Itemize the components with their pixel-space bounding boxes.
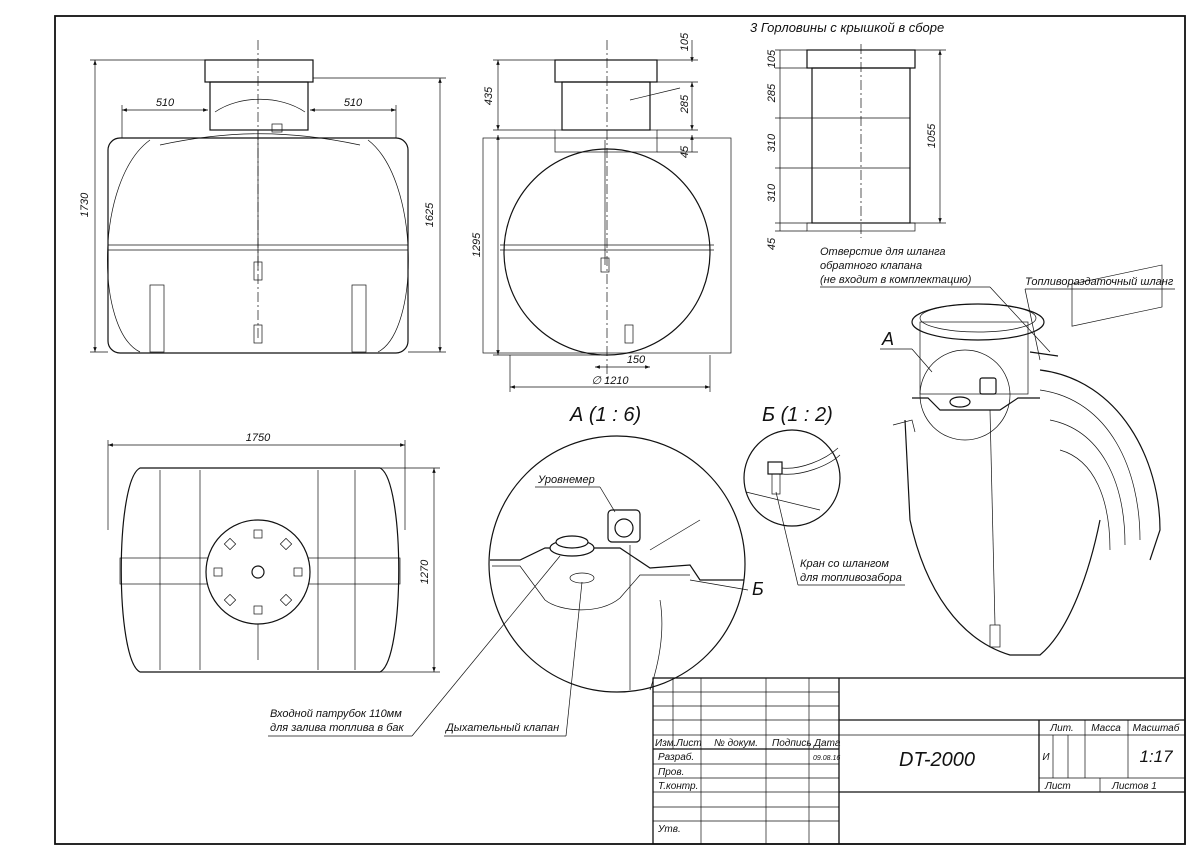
tb-scale-label: Масштаб (1133, 722, 1180, 734)
dim-side-outlet-150: 150 (627, 354, 646, 366)
tb-row-utv: Утв. (657, 824, 681, 835)
detail-b-view: Б (1 : 2) (743, 404, 841, 527)
callout-inlet-pipe-line1: Входной патрубок 110мм (270, 708, 402, 720)
tb-mass-label: Масса (1091, 723, 1121, 734)
callout-return-valve-hole-line2: обратного клапана (820, 260, 922, 272)
isometric-view (892, 264, 1163, 656)
callout-valve-hose-line1: Кран со шлангом (800, 558, 889, 570)
dim-necks-105: 105 (766, 49, 778, 68)
dim-necks-45: 45 (766, 237, 778, 250)
tb-lit-label: Лит. (1049, 723, 1073, 734)
dim-side-diameter: ∅ 1210 (591, 375, 629, 387)
dim-side-neck-105: 105 (679, 32, 691, 51)
dim-side-neck-45: 45 (679, 145, 691, 158)
dim-plan-width: 1270 (419, 559, 431, 584)
tb-row-razrab: Разраб. (658, 751, 694, 763)
dim-front-offset-left: 510 (156, 97, 175, 109)
callouts: Отверстие для шланга обратного клапана (… (268, 246, 1175, 737)
callout-view-b-marker: Б (752, 579, 764, 599)
dim-necks-285: 285 (766, 83, 778, 103)
tb-row-tkontr: Т.контр. (658, 781, 698, 792)
tb-designation: DT-2000 (899, 749, 975, 771)
title-block: Изм. Лист № докум. Подпись Дата Разраб. … (652, 677, 1186, 845)
callout-fuel-hose: Топливораздаточный шланг (1025, 276, 1174, 288)
tb-col-date: Дата (813, 738, 841, 749)
dim-necks-310b: 310 (766, 183, 778, 202)
callout-inlet-pipe-line2: для залива топлива в бак (270, 722, 405, 734)
tb-sheet-label: Лист (1044, 781, 1071, 792)
dim-side-neck-285: 285 (679, 94, 691, 114)
callout-valve-hose-line2: для топливозабора (800, 572, 902, 584)
side-view: 105 435 285 45 1295 150 ∅ 1210 (471, 32, 732, 392)
callout-return-valve-hole-line1: Отверстие для шланга (820, 246, 946, 258)
tb-col-izm: Изм. (655, 738, 676, 749)
tb-col-sign: Подпись (772, 738, 812, 749)
tb-row-date-value: 09.08.16 (813, 755, 840, 762)
callout-level-gauge: Уровнемер (537, 474, 595, 486)
detail-a-title: А (1 : 6) (569, 404, 641, 426)
dim-necks-total: 1055 (926, 123, 938, 148)
plan-view: 1750 1270 (107, 432, 440, 673)
tb-row-prov: Пров. (658, 767, 684, 778)
dim-side-neck-435: 435 (483, 86, 495, 105)
sheet-frame (54, 15, 1186, 845)
tb-lit-value: И (1042, 752, 1050, 763)
dim-front-height-body: 1625 (424, 202, 436, 227)
dim-side-body-1295: 1295 (471, 232, 483, 257)
tb-scale-value: 1:17 (1139, 747, 1173, 766)
dim-front-offset-right: 510 (344, 97, 363, 109)
dim-plan-length: 1750 (246, 432, 271, 444)
tb-sheets-label: Листов 1 (1111, 781, 1157, 792)
callout-breather-valve: Дыхательный клапан (444, 722, 559, 734)
tb-col-list: Лист (675, 738, 702, 749)
dim-necks-310a: 310 (766, 133, 778, 152)
detail-a-view: А (1 : 6) (488, 404, 746, 693)
necks-caption: 3 Горловины с крышкой в сборе (750, 20, 944, 35)
necks-view: 3 Горловины с крышкой в сборе 105 285 31… (750, 20, 946, 250)
callout-view-a-marker: А (881, 329, 894, 349)
detail-b-title: Б (1 : 2) (762, 404, 833, 426)
front-view: 1730 1625 510 510 (79, 40, 446, 354)
tb-col-doc: № докум. (714, 738, 758, 749)
dim-front-height-total: 1730 (79, 192, 91, 217)
callout-return-valve-hole-line3: (не входит в комплектацию) (820, 274, 972, 286)
